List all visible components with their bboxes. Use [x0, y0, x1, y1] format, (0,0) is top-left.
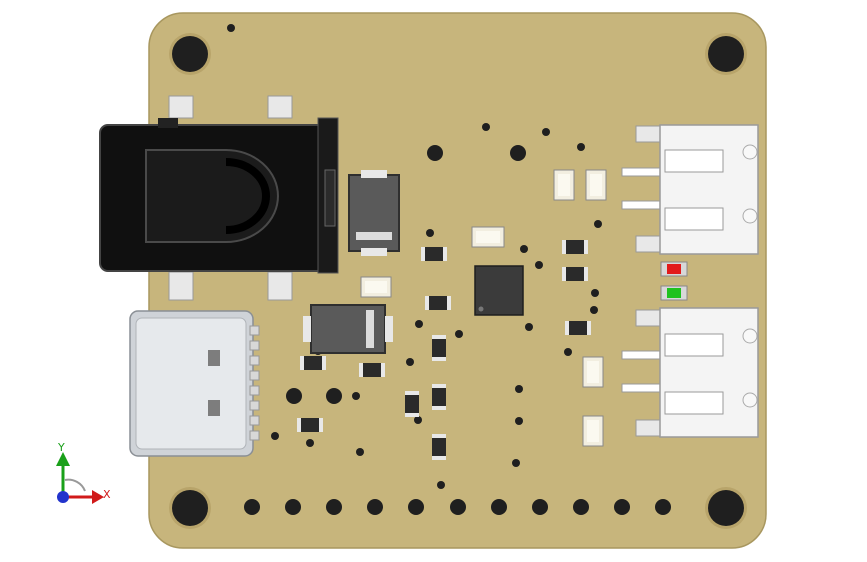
smd-diode — [348, 170, 400, 256]
dc-barrel-jack — [99, 95, 339, 301]
smd-diode — [303, 304, 393, 354]
smd-capacitors — [360, 169, 607, 447]
jst-connector — [621, 307, 759, 438]
axis-triad — [56, 452, 104, 504]
status-led-green — [660, 285, 688, 301]
status-led-red — [660, 261, 688, 277]
usb-c-receptacle — [129, 310, 260, 457]
axis-x-label: X — [103, 488, 111, 501]
jst-connector — [621, 124, 759, 255]
mounting-holes — [169, 33, 747, 529]
pcb-board — [148, 12, 767, 549]
header-holes — [244, 499, 671, 515]
qfn-ic — [474, 265, 524, 316]
vias — [227, 24, 602, 489]
axis-y-label: Y — [58, 441, 65, 454]
smd-resistors — [297, 240, 591, 460]
